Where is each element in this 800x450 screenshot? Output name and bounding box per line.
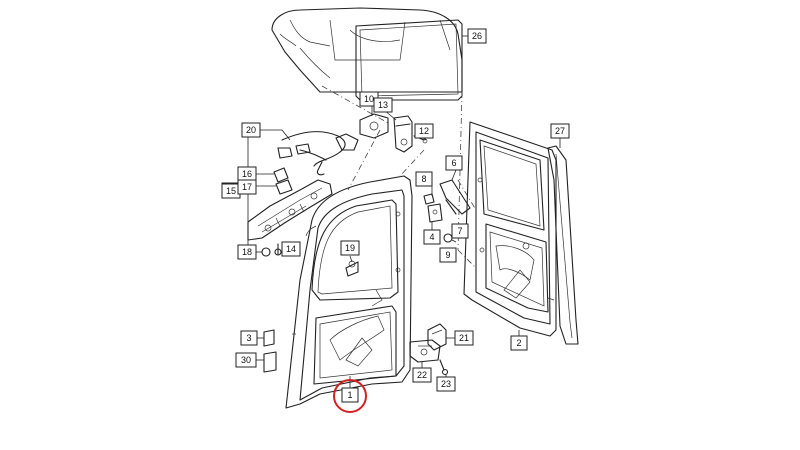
callout-8[interactable]: 8 [415, 171, 433, 187]
callout-label-9: 9 [445, 250, 450, 260]
callout-label-6: 6 [451, 158, 456, 168]
callout-14[interactable]: 14 [281, 241, 301, 257]
callout-16[interactable]: 16 [237, 166, 257, 182]
callout-label-26: 26 [472, 31, 482, 41]
callout-label-16: 16 [242, 169, 252, 179]
callout-6[interactable]: 6 [445, 155, 463, 171]
callout-label-15: 15 [226, 186, 236, 196]
callout-21[interactable]: 21 [454, 330, 474, 346]
callout-label-3: 3 [246, 333, 251, 343]
callout-3[interactable]: 3 [240, 330, 258, 346]
pillar-trim-27 [547, 145, 579, 345]
callout-label-13: 13 [378, 100, 388, 110]
callout-label-4: 4 [429, 232, 434, 242]
callout-label-19: 19 [345, 243, 355, 253]
cable-harness [277, 131, 359, 176]
hinge-assembly [359, 113, 428, 153]
callout-label-10: 10 [364, 94, 374, 104]
door-seal-26 [355, 19, 463, 101]
callout-label-7: 7 [457, 226, 462, 236]
callout-label-17: 17 [242, 182, 252, 192]
callout-7[interactable]: 7 [451, 223, 469, 239]
callout-18[interactable]: 18 [237, 244, 257, 260]
left-rear-door [285, 175, 413, 409]
small-parts-3-30 [263, 329, 277, 373]
rear-trim-bracket [247, 167, 333, 241]
callout-label-23: 23 [441, 379, 451, 389]
callout-30[interactable]: 30 [235, 352, 257, 368]
callout-19[interactable]: 19 [340, 240, 360, 256]
callout-26[interactable]: 26 [467, 28, 487, 44]
callout-label-2: 2 [516, 338, 521, 348]
callout-label-20: 20 [246, 125, 256, 135]
callout-13[interactable]: 13 [373, 97, 393, 113]
callout-label-22: 22 [417, 370, 427, 380]
callout-1[interactable]: 1 [341, 387, 359, 403]
callout-23[interactable]: 23 [436, 376, 456, 392]
fasteners-18-14 [261, 243, 282, 257]
callout-label-27: 27 [555, 126, 565, 136]
right-rear-door [463, 121, 557, 337]
vehicle-rear-body [271, 7, 463, 93]
callout-27[interactable]: 27 [550, 123, 570, 139]
callout-2[interactable]: 2 [510, 335, 528, 351]
callout-label-14: 14 [286, 244, 296, 254]
callout-label-8: 8 [421, 174, 426, 184]
leader-lines [240, 35, 561, 388]
callout-label-12: 12 [419, 126, 429, 136]
highlight-circle [333, 379, 367, 413]
callout-4[interactable]: 4 [423, 229, 441, 245]
callout-15[interactable]: 15 [221, 183, 241, 199]
callout-22[interactable]: 22 [412, 367, 432, 383]
callout-label-21: 21 [459, 333, 469, 343]
callout-17[interactable]: 17 [237, 179, 257, 195]
callout-9[interactable]: 9 [439, 247, 457, 263]
callout-label-1: 1 [347, 390, 352, 400]
callout-20[interactable]: 20 [241, 122, 261, 138]
callout-label-30: 30 [241, 355, 251, 365]
door-latch-parts [409, 323, 449, 376]
callout-label-18: 18 [242, 247, 252, 257]
callout-12[interactable]: 12 [414, 123, 434, 139]
